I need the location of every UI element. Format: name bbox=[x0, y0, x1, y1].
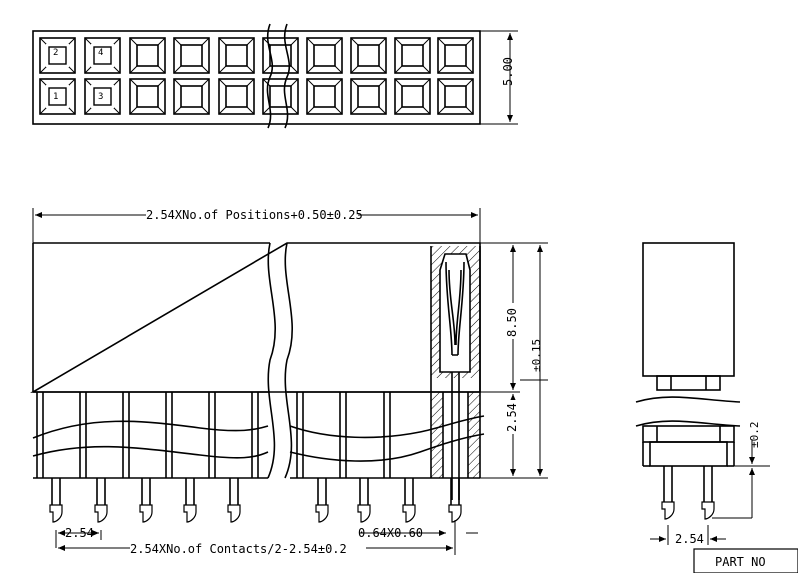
title-block bbox=[693, 548, 798, 573]
pin-posts bbox=[33, 392, 431, 479]
side-tail bbox=[701, 466, 715, 520]
pin-label-2: 2 bbox=[53, 48, 58, 58]
contact-tail bbox=[357, 478, 371, 523]
front-view bbox=[30, 208, 548, 555]
contact-section bbox=[439, 253, 471, 373]
overall-length-label: 2.54XNo.of Positions+0.50±0.25 bbox=[146, 208, 363, 222]
tail-length-label: 2.54XNo.of Contacts/2-2.54±0.2 bbox=[130, 542, 347, 556]
pin-label-3: 3 bbox=[98, 92, 103, 102]
pin-post bbox=[208, 392, 216, 478]
top-break-line bbox=[266, 23, 274, 129]
side-tails bbox=[661, 466, 715, 520]
contact-tail bbox=[315, 478, 329, 523]
front-break-line bbox=[267, 242, 277, 479]
pin-cell bbox=[350, 37, 387, 74]
pin-cell bbox=[262, 78, 299, 115]
pin-cell bbox=[437, 78, 474, 115]
pin-cell bbox=[350, 78, 387, 115]
pin-cell bbox=[129, 37, 166, 74]
pin-cell bbox=[218, 37, 255, 74]
contact-size-label: 0.64X0.60 bbox=[358, 526, 423, 540]
top-break-line bbox=[283, 23, 291, 129]
pin-cell bbox=[173, 37, 210, 74]
top-view bbox=[32, 23, 518, 129]
pin-post bbox=[251, 392, 259, 478]
pin-cell bbox=[394, 37, 431, 74]
pin-post bbox=[339, 392, 347, 478]
pin-cell bbox=[218, 78, 255, 115]
front-break-line bbox=[284, 242, 294, 479]
side-tolerance-label: ±0.2 bbox=[748, 422, 761, 449]
body-height-label: 8.50 bbox=[505, 308, 519, 337]
top-pin-grid bbox=[39, 37, 474, 115]
pin-cell bbox=[173, 78, 210, 115]
pin-cell bbox=[129, 78, 166, 115]
part-no-label: PART NO bbox=[715, 555, 766, 569]
pin-post bbox=[122, 392, 130, 478]
contact-tail bbox=[183, 478, 197, 523]
height-dim-label: 5.00 bbox=[501, 57, 515, 86]
pitch-label: 2.54 bbox=[65, 526, 94, 540]
pin-label-4: 4 bbox=[98, 48, 103, 58]
side-tail bbox=[661, 466, 675, 520]
side-pitch-label: 2.54 bbox=[675, 532, 704, 546]
pin-cell bbox=[437, 37, 474, 74]
contact-tail bbox=[139, 478, 153, 523]
pin-cell bbox=[306, 37, 343, 74]
pin-post bbox=[296, 392, 304, 478]
contact-tail bbox=[402, 478, 416, 523]
tail-tolerance-label: ±0.15 bbox=[530, 339, 543, 372]
housing-body bbox=[30, 242, 481, 393]
side-view bbox=[635, 242, 770, 545]
contact-tail bbox=[94, 478, 108, 523]
top-view-outline bbox=[32, 30, 481, 125]
pin-label-1: 1 bbox=[53, 92, 58, 102]
pin-post bbox=[165, 392, 173, 478]
contact-tail bbox=[227, 478, 241, 523]
contact-tails bbox=[49, 478, 462, 523]
wave-break bbox=[32, 420, 269, 439]
side-housing bbox=[642, 242, 735, 377]
pin-post bbox=[383, 392, 391, 478]
pin-post bbox=[79, 392, 87, 478]
contact-tail bbox=[448, 478, 462, 523]
contact-tail bbox=[49, 478, 63, 523]
pitch-bottom-label: 2.54 bbox=[505, 403, 519, 432]
pin-cell bbox=[394, 78, 431, 115]
pin-cell bbox=[306, 78, 343, 115]
